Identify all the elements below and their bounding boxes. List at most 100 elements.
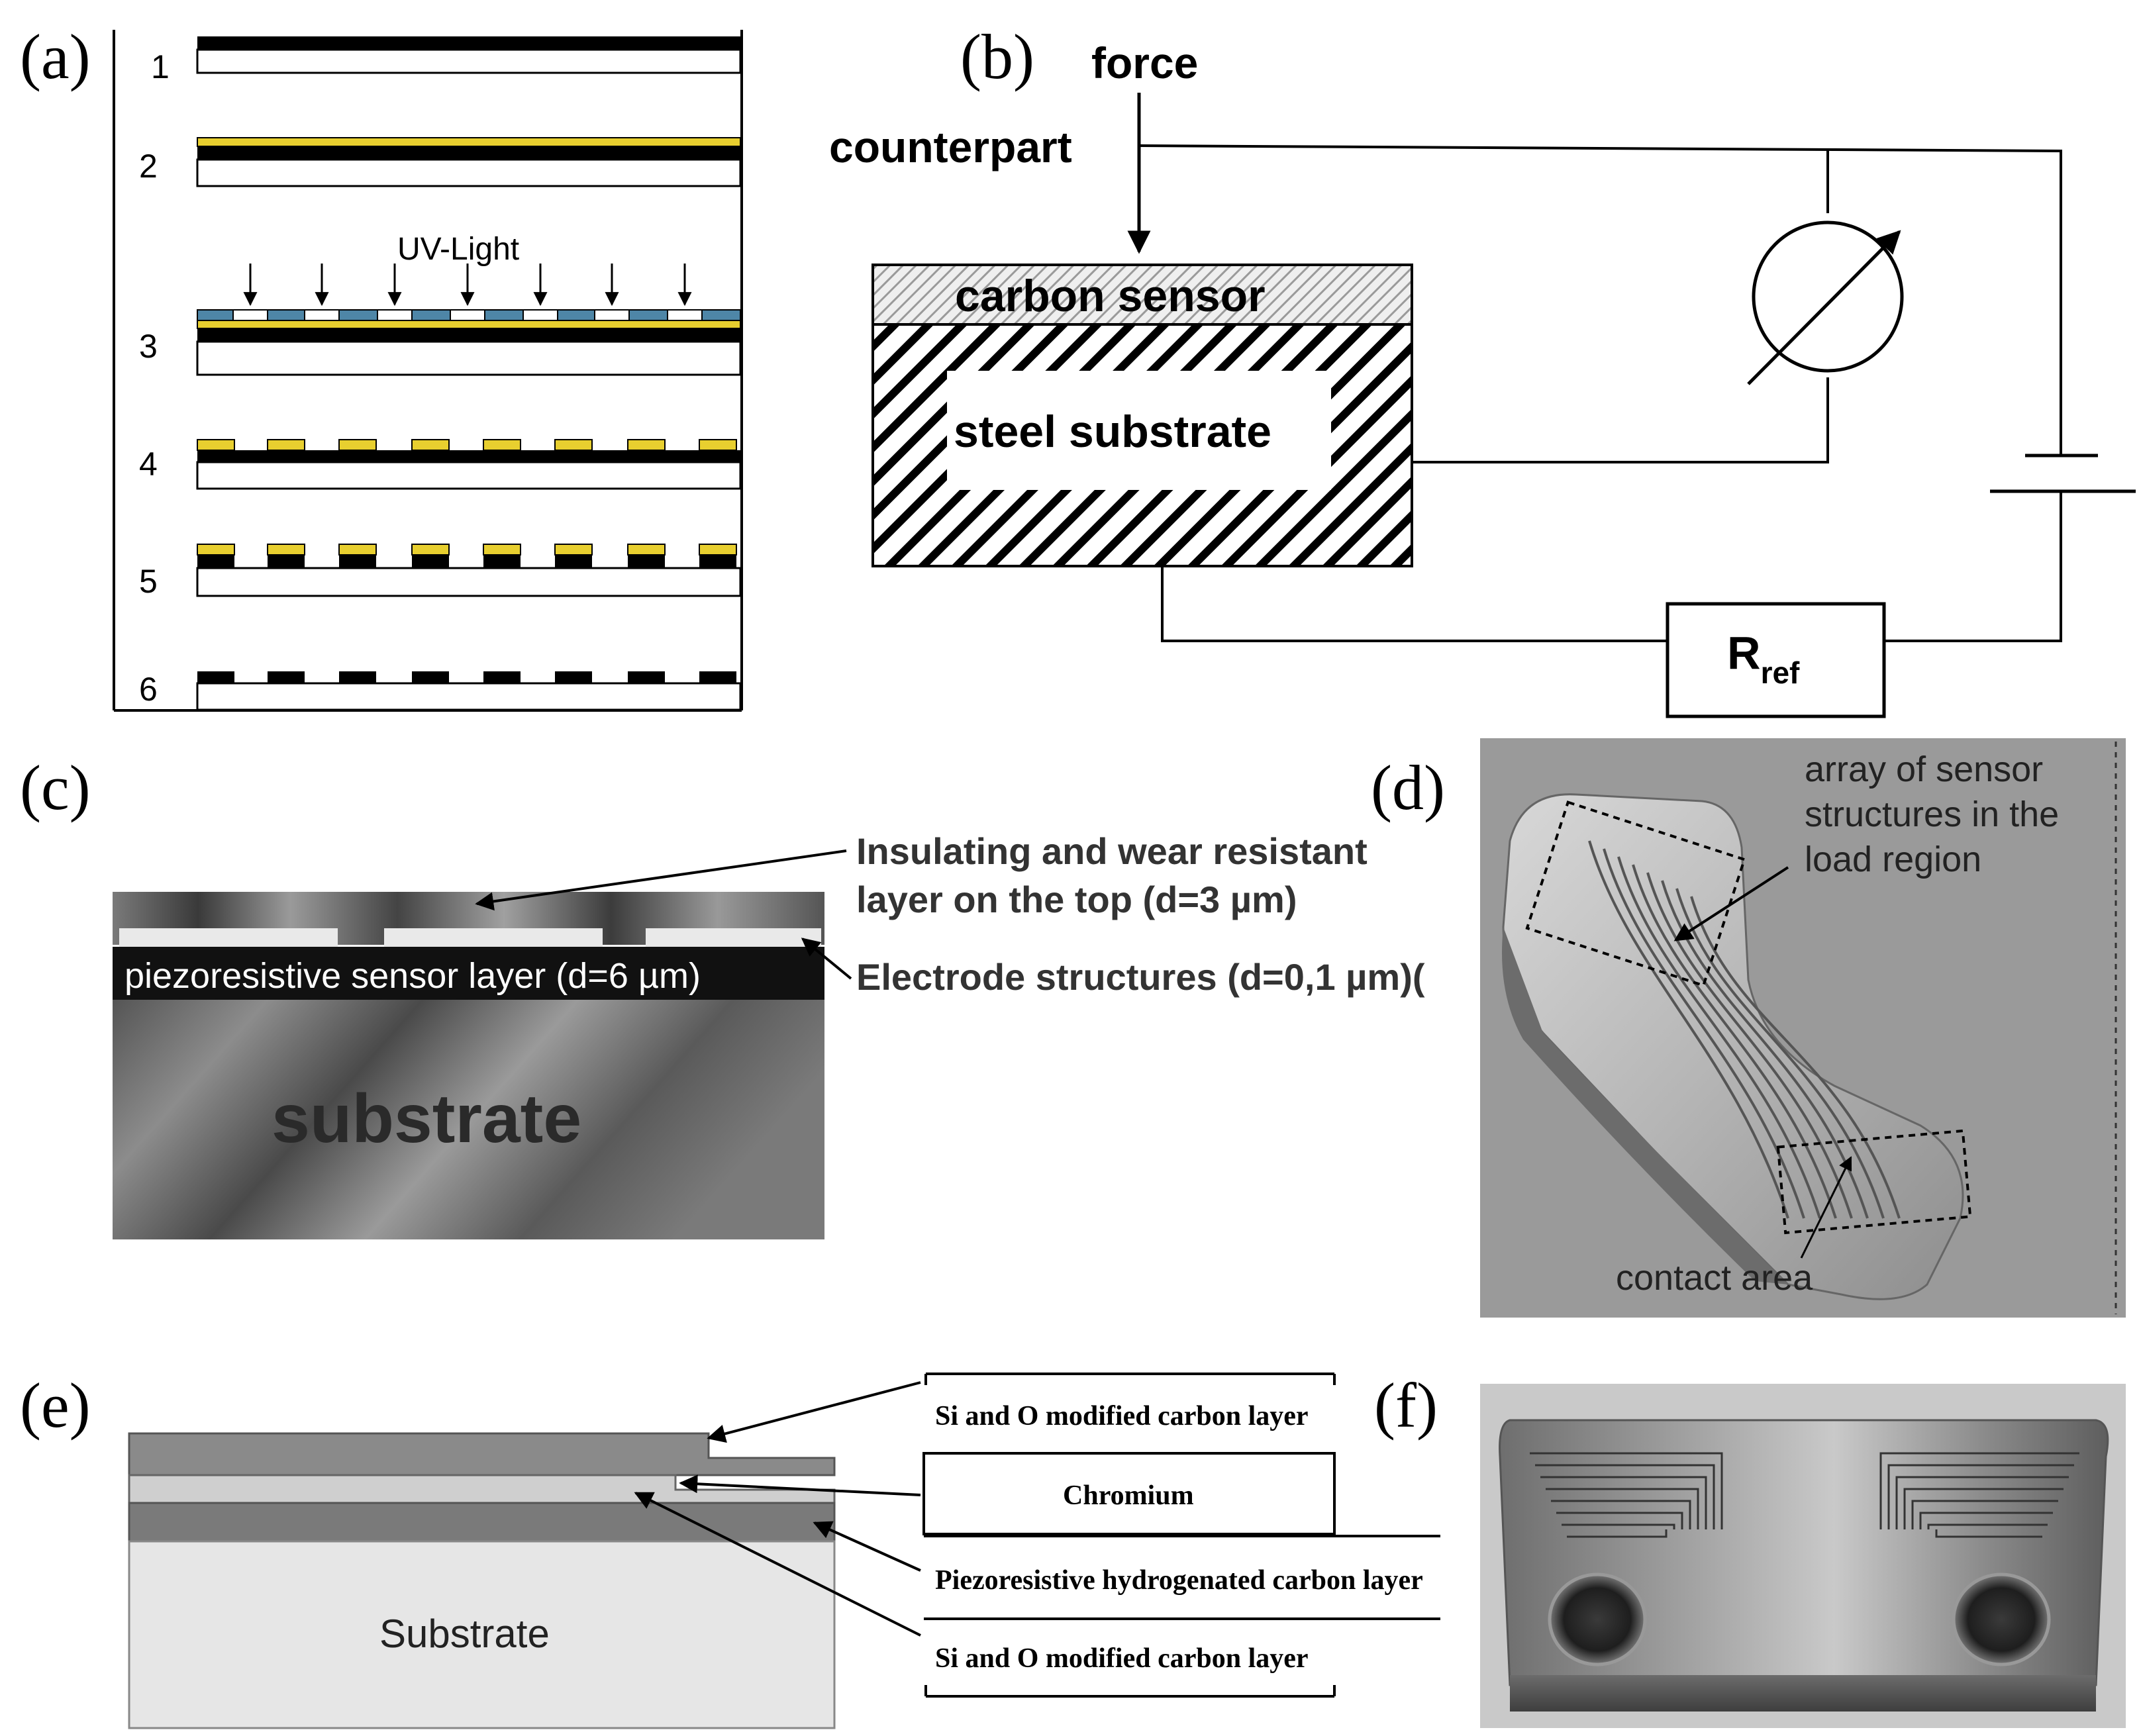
step-4-stack — [196, 439, 742, 490]
panel-f: (f) — [1374, 1370, 2126, 1728]
substrate-label-c: substrate — [272, 1081, 581, 1157]
panel-e: (e) Substrate Si and O modified carbon l… — [20, 1370, 1440, 1729]
panel-a-label: (a) — [20, 21, 91, 92]
patterned-gold-black-5 — [197, 544, 737, 568]
panel-b-label: (b) — [960, 21, 1034, 92]
electrode-strip-3 — [646, 928, 821, 947]
panel-d: (d) array of sensor structures in the lo… — [1371, 738, 2126, 1318]
gold-pad-4-1 — [197, 439, 235, 451]
step-5-stack — [196, 544, 742, 597]
mounting-hole-right — [1952, 1572, 2051, 1666]
gold-pad-5-7 — [627, 544, 666, 555]
gold-pad-4-8 — [699, 439, 737, 451]
force-label: force — [1091, 38, 1198, 87]
wire-substrate-resistor — [1161, 566, 1668, 642]
reference-resistor — [1666, 602, 1886, 718]
patterned-gold-4 — [197, 439, 737, 451]
gold-pad-4-3 — [338, 439, 377, 451]
step-number-5: 5 — [139, 563, 158, 600]
black-pad-6-5 — [483, 671, 521, 683]
electrode-label: Electrode structures (d=0,1 µm)( — [856, 956, 1425, 998]
step-1-stack — [196, 36, 742, 74]
sensor-traces-f — [1530, 1452, 2079, 1538]
black-pad-5-6 — [555, 555, 592, 568]
black-pad-6-8 — [699, 671, 736, 683]
black-pad-6-1 — [197, 671, 234, 683]
trace-f-right-8 — [1935, 1529, 2042, 1538]
steel-substrate-label: steel substrate — [954, 407, 1271, 457]
trace-d-4 — [1632, 864, 1837, 1219]
leader-bottom-carbon — [634, 1492, 921, 1637]
load-region-box — [1525, 800, 1746, 987]
trace-d-3 — [1617, 856, 1821, 1219]
piezo-label: Piezoresistive hydrogenated carbon layer — [935, 1565, 1423, 1596]
panel-e-label: (e) — [20, 1370, 91, 1441]
trace-f-left-8 — [1567, 1529, 1668, 1538]
steel-substrate-label-box — [947, 371, 1331, 490]
mounting-hole-left — [1548, 1572, 1647, 1666]
chromium-callout-box — [922, 1452, 1336, 1535]
trace-f-right-2 — [1887, 1464, 2074, 1529]
black-pad-5-7 — [628, 555, 665, 568]
trace-d-7 — [1675, 888, 1885, 1219]
contact-region-box — [1776, 1129, 1972, 1235]
wire-battery-resistor — [1884, 491, 2062, 642]
ammeter-circle — [1752, 220, 1904, 373]
trace-f-right-5 — [1911, 1500, 2058, 1529]
black-pad-5-1 — [197, 555, 234, 568]
contact-arrow — [1800, 1156, 1852, 1259]
step-2-stack — [196, 137, 742, 187]
panel-b: (b) force counterpart carbon sensor stee… — [829, 21, 2136, 718]
resistor-label-sub: ref — [1761, 655, 1800, 690]
black-pad-6-4 — [412, 671, 449, 683]
panel-a: (a) 1 2 3 4 5 6 UV-Light — [20, 21, 743, 712]
gold-pad-4-2 — [267, 439, 305, 451]
counterpart-label: counterpart — [829, 122, 1072, 171]
photomask-opening-3 — [377, 309, 413, 321]
wire-meter-substrate — [1412, 377, 1829, 463]
gold-pad-5-5 — [483, 544, 521, 555]
ammeter-arrow — [1747, 230, 1901, 385]
gold-pad-5-6 — [554, 544, 593, 555]
photomask-opening-4 — [450, 309, 485, 321]
photomask-opening-1 — [232, 309, 268, 321]
gold-pad-5-8 — [699, 544, 737, 555]
trace-f-right-1 — [1879, 1452, 2079, 1529]
trace-f-left-1 — [1530, 1452, 1723, 1529]
black-pad-6-2 — [268, 671, 305, 683]
black-pad-5-3 — [339, 555, 376, 568]
gold-pad-4-5 — [483, 439, 521, 451]
trace-d-5 — [1646, 872, 1853, 1219]
gold-pad-5-4 — [411, 544, 450, 555]
gold-pad-5-1 — [197, 544, 235, 555]
trace-f-right-6 — [1919, 1512, 2053, 1529]
black-pad-5-5 — [483, 555, 521, 568]
contact-area-label: contact area — [1616, 1258, 1813, 1298]
trace-f-right-3 — [1895, 1476, 2069, 1529]
trace-d-1 — [1588, 840, 1789, 1219]
leader-chromium — [679, 1474, 921, 1496]
gold-pad-4-4 — [411, 439, 450, 451]
chromium-layer-e — [128, 1474, 836, 1504]
piezo-layer-e — [128, 1502, 836, 1543]
electrode-strip-2 — [384, 928, 603, 947]
electrode-arrow — [801, 938, 852, 980]
piezoresistive-layer-label: piezoresistive sensor layer (d=6 µm) — [124, 956, 701, 996]
step-number-3: 3 — [139, 328, 158, 365]
gold-pad-5-3 — [338, 544, 377, 555]
trace-d-8 — [1690, 896, 1901, 1219]
substrate-label-e: Substrate — [379, 1612, 550, 1656]
trace-f-left-4 — [1546, 1488, 1699, 1529]
substrate-image — [113, 1000, 824, 1239]
insulating-label-line2: layer on the top (d=3 µm) — [856, 879, 1297, 920]
black-pad-5-8 — [699, 555, 736, 568]
gold-pad-4-6 — [554, 439, 593, 451]
black-pad-5-4 — [412, 555, 449, 568]
black-pad-6-7 — [628, 671, 665, 683]
panel-c: (c) piezoresistive sensor layer (d=6 µm)… — [20, 752, 1425, 1239]
black-pad-6-3 — [339, 671, 376, 683]
trace-f-left-6 — [1556, 1512, 1683, 1529]
black-pad-5-2 — [268, 555, 305, 568]
trace-f-left-3 — [1540, 1476, 1707, 1529]
gold-pad-5-2 — [267, 544, 305, 555]
